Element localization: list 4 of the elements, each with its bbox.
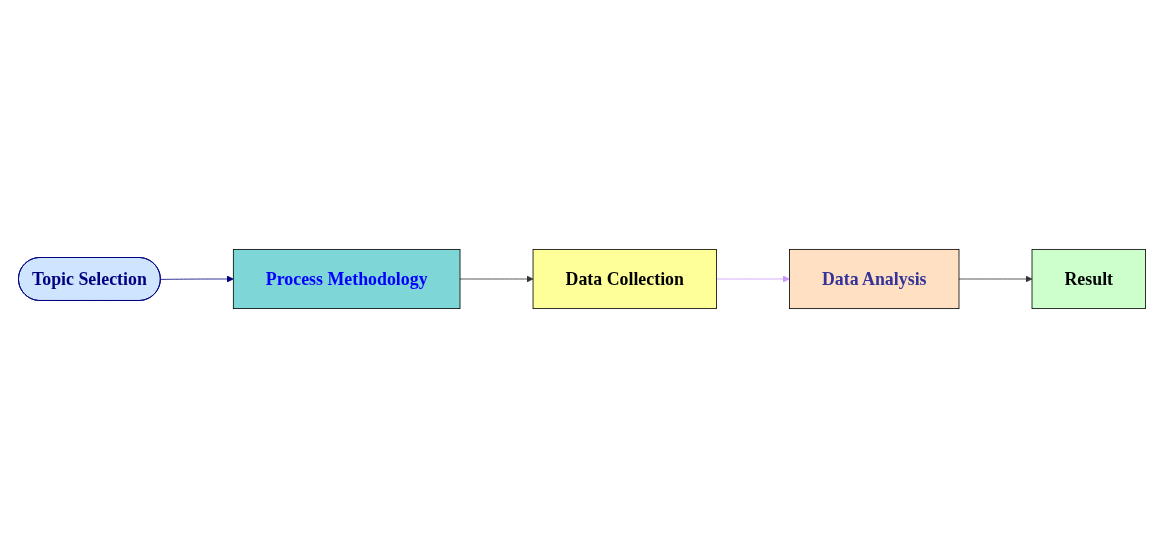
node-box: Data Collection — [532, 249, 717, 309]
node-box: Result — [1031, 249, 1146, 309]
node-box: Data Analysis — [788, 249, 959, 309]
node-box: Process Methodology — [232, 249, 460, 309]
